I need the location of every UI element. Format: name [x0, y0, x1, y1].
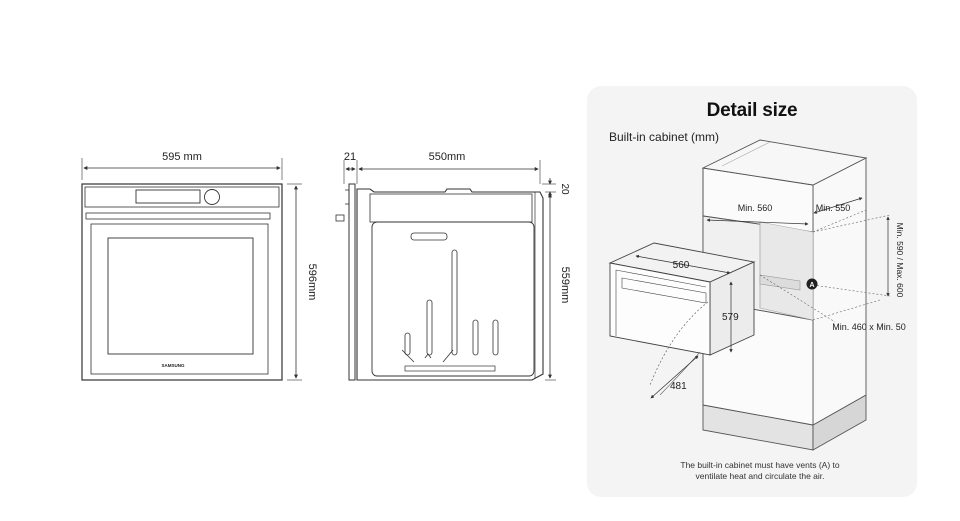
- top-gap-label: 20: [559, 183, 570, 195]
- oven-height-label: 579: [722, 312, 739, 323]
- min-depth-label: Min. 550: [816, 203, 851, 213]
- oven-display: [135, 189, 201, 204]
- oven-front-body: [81, 183, 283, 381]
- oven-width-label: 560: [673, 260, 690, 271]
- height-range-label: Min. 590 / Max. 600: [895, 223, 905, 298]
- control-panel: [84, 186, 280, 208]
- vent-size-label: Min. 460 x Min. 50: [832, 322, 906, 332]
- front-view: [81, 158, 302, 381]
- top-chamber: [369, 193, 533, 223]
- vent-marker-icon: [806, 278, 818, 290]
- oven-door-side: [348, 183, 356, 381]
- depth-label: 550mm: [429, 151, 466, 163]
- note-line-1: The built-in cabinet must have vents (A)…: [680, 460, 840, 470]
- front-height-label: 596mm: [306, 264, 318, 301]
- detail-title: Detail size: [706, 100, 798, 121]
- door-handle: [85, 212, 271, 220]
- oven-door: [90, 223, 269, 375]
- control-knob-icon: [204, 189, 220, 205]
- min-width-label: Min. 560: [738, 203, 773, 213]
- side-height-label: 559mm: [559, 267, 571, 304]
- front-width-label: 595 mm: [162, 151, 202, 163]
- note-line-2: ventilate heat and circulate the air.: [695, 471, 825, 481]
- side-view: [335, 160, 556, 381]
- inner-cavity: [371, 221, 535, 377]
- oven-body-side: [356, 188, 544, 381]
- oven-depth-label: 481: [670, 381, 687, 392]
- handle-side: [335, 214, 345, 222]
- detail-note: The built-in cabinet must have vents (A)…: [640, 460, 880, 482]
- detail-subtitle: Built-in cabinet (mm): [609, 130, 720, 144]
- door-depth-label: 21: [344, 151, 356, 163]
- vent-marker-label: A: [809, 282, 814, 289]
- oven-window: [107, 237, 254, 355]
- brand-logo: SAMSUNG: [161, 363, 185, 368]
